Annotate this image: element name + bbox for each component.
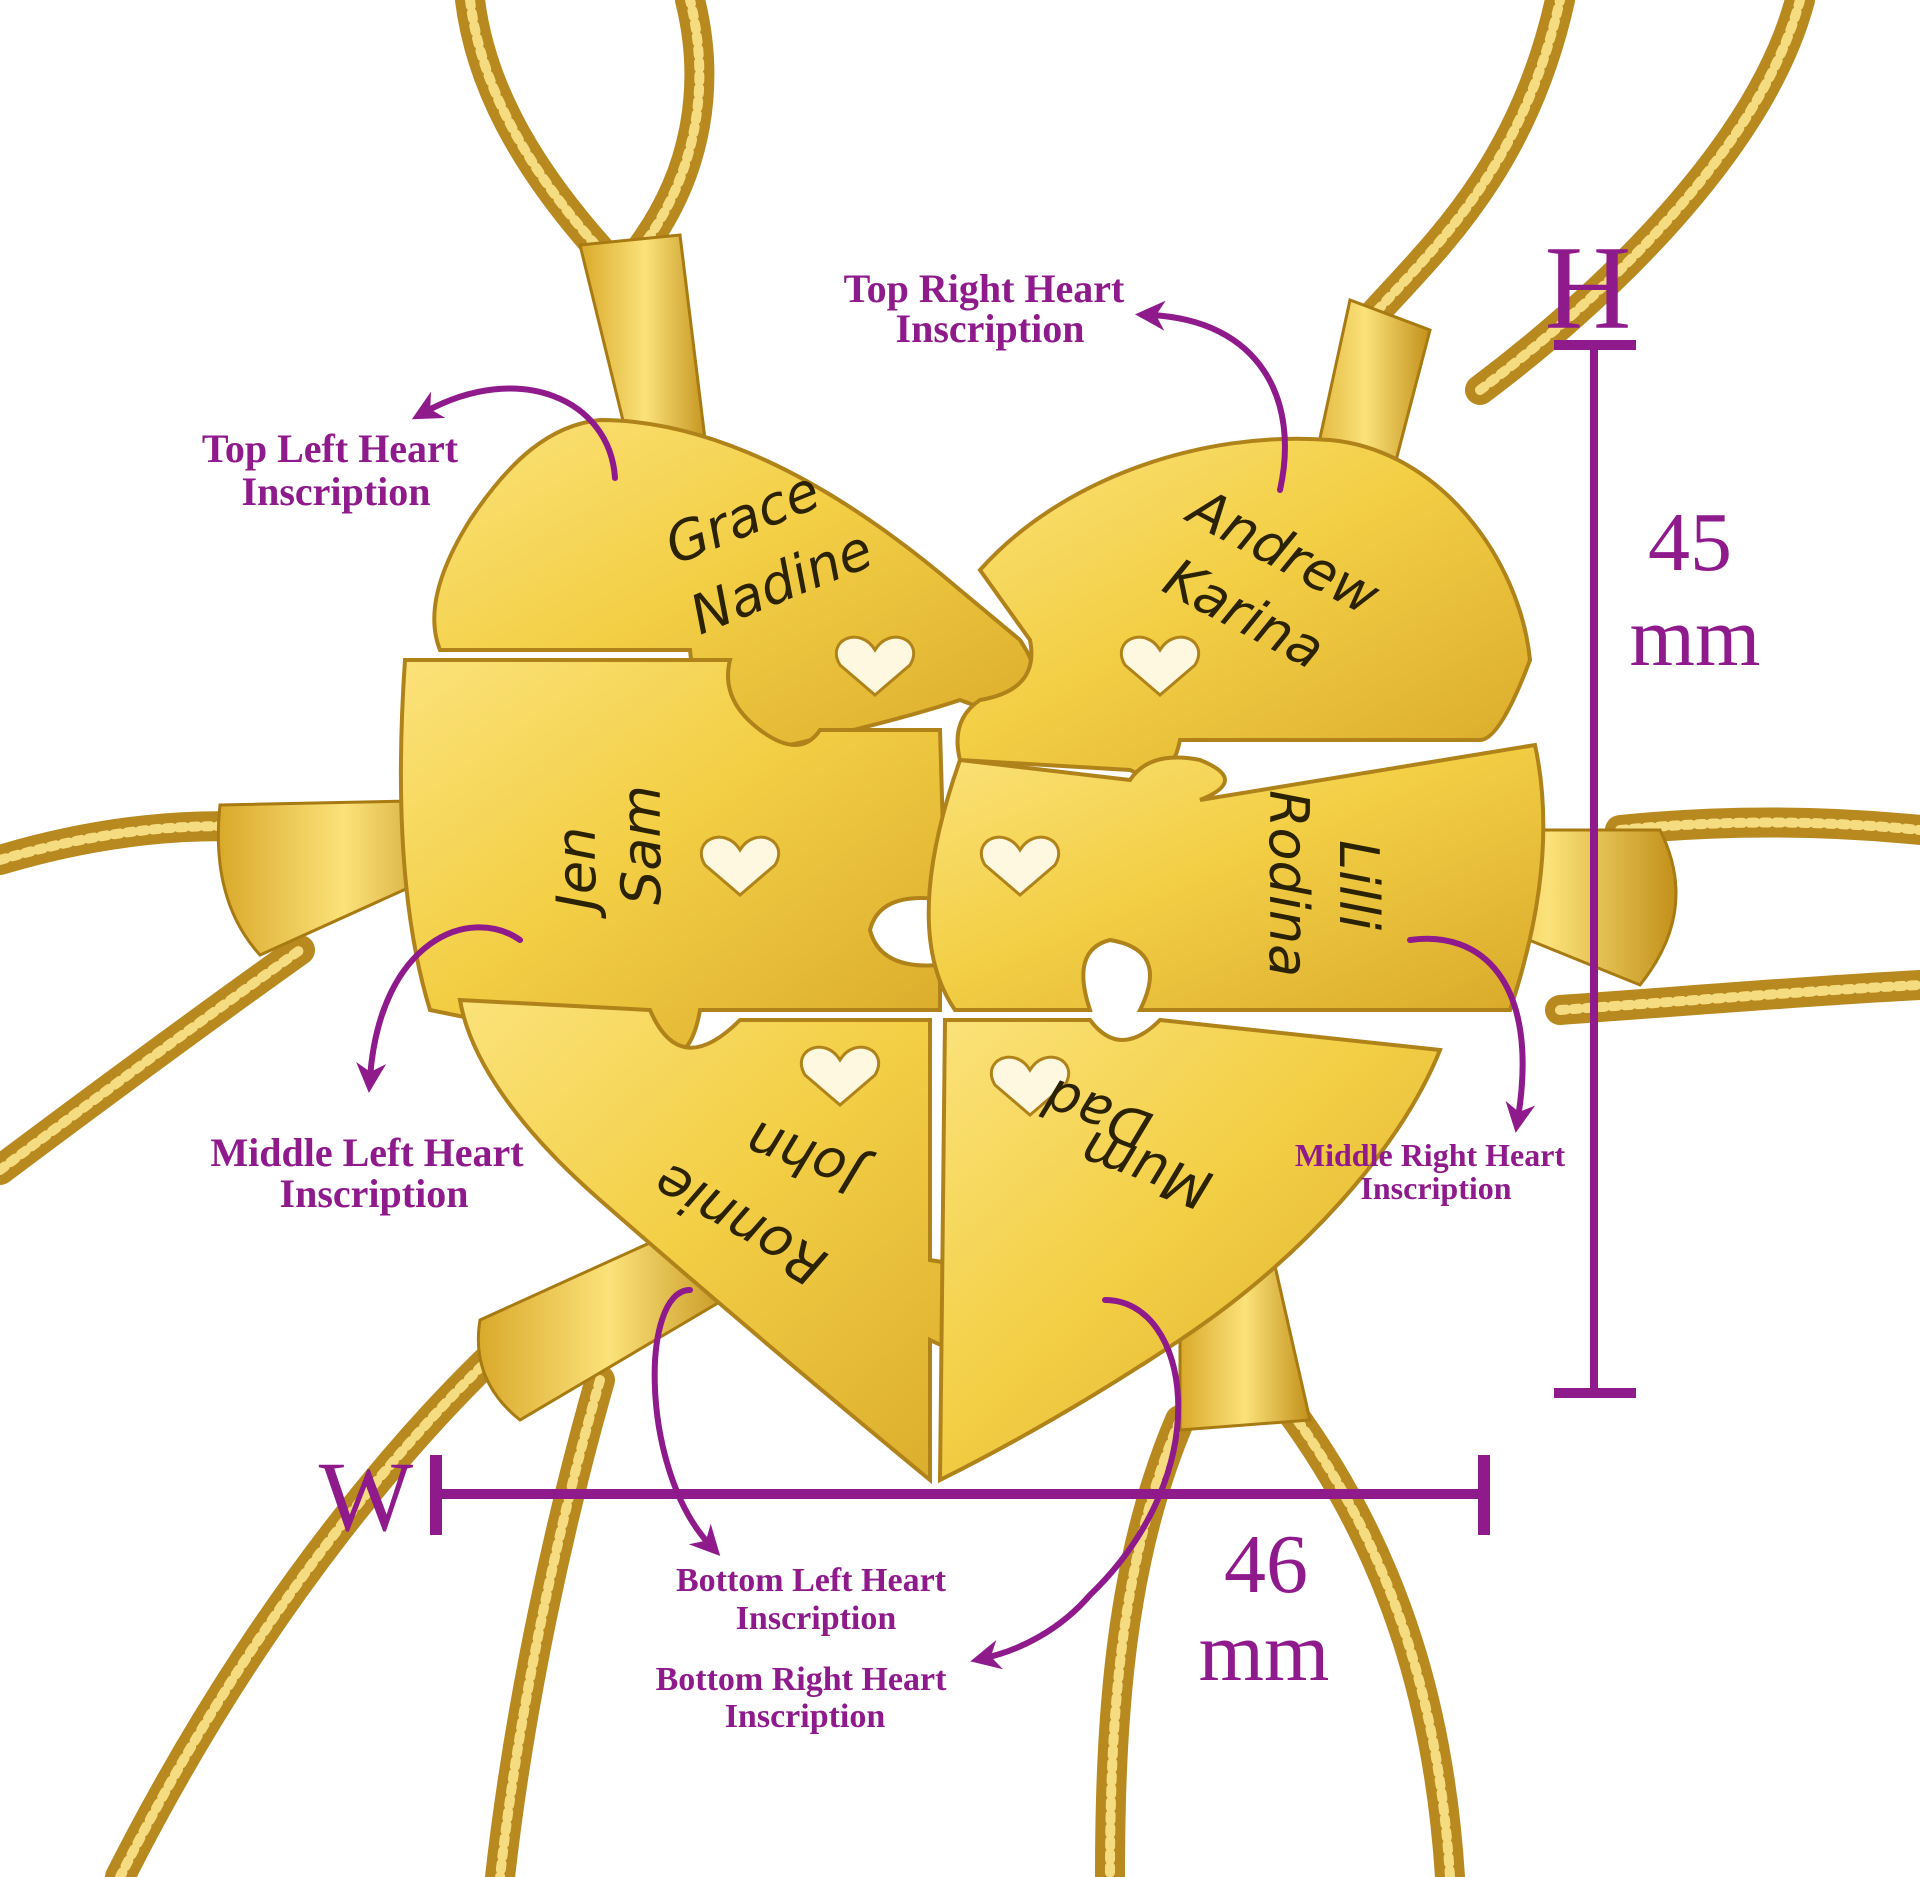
label-top-left-line2: Inscription: [242, 469, 431, 514]
label-bottom-left-line2: Inscription: [736, 1600, 897, 1637]
piece-middle-left: [398, 658, 948, 1060]
dimension-labels: H 45 mm W 46 mm: [319, 221, 1761, 1699]
engraving-middle-right-line2: Rodina: [1257, 790, 1320, 977]
arrow-top-right: [1135, 300, 1288, 493]
chain-top-right: [1345, 0, 1575, 345]
arrow-bottom-right: [970, 1297, 1182, 1670]
label-bottom-left-line1: Bottom Left Heart: [676, 1562, 947, 1599]
engraving-middle-left-line1: Jen: [545, 827, 608, 919]
chain-top-left: [455, 0, 615, 265]
dimension-lines: [430, 340, 1636, 1535]
label-middle-left-line2: Inscription: [280, 1171, 469, 1216]
piece-middle-right: [926, 742, 1546, 1012]
width-unit: mm: [1199, 1606, 1330, 1699]
piece-bottom-right: [937, 1017, 1443, 1484]
arrow-middle-left: [356, 924, 523, 1093]
height-letter: H: [1545, 221, 1632, 354]
arrow-middle-right: [1407, 935, 1536, 1133]
label-middle-right-line1: Middle Right Heart: [1295, 1137, 1566, 1173]
height-unit: mm: [1630, 591, 1761, 684]
width-value: 46: [1224, 1518, 1308, 1611]
piece-bottom-left: [457, 997, 1003, 1485]
label-top-right-line2: Inscription: [896, 306, 1085, 351]
annotation-arrows: [356, 300, 1536, 1670]
label-top-right-line1: Top Right Heart: [844, 266, 1125, 311]
piece-top-right: [955, 436, 1533, 778]
engraving-middle-right-line1: Lilli: [1327, 840, 1390, 930]
label-middle-left-line1: Middle Left Heart: [210, 1130, 524, 1175]
annotation-labels: Top Left Heart Inscription Top Right Hea…: [202, 266, 1566, 1735]
bail-bottom-left: [476, 1218, 743, 1422]
label-bottom-right-line2: Inscription: [725, 1698, 886, 1735]
bails: [216, 233, 1678, 1432]
width-letter: W: [319, 1441, 414, 1552]
engraving-middle-left-line2: Sam: [610, 785, 673, 905]
heart-pendant: [398, 417, 1546, 1485]
arrow-top-left: [411, 385, 618, 481]
arrow-bottom-left: [651, 1287, 721, 1556]
label-bottom-right-line1: Bottom Right Heart: [656, 1661, 948, 1698]
height-value: 45: [1648, 496, 1732, 589]
chain-bottom-left: [105, 1315, 535, 1877]
heart-cutouts: [699, 635, 1201, 1117]
label-middle-right-line2: Inscription: [1360, 1170, 1511, 1206]
label-top-left-line1: Top Left Heart: [202, 426, 459, 471]
